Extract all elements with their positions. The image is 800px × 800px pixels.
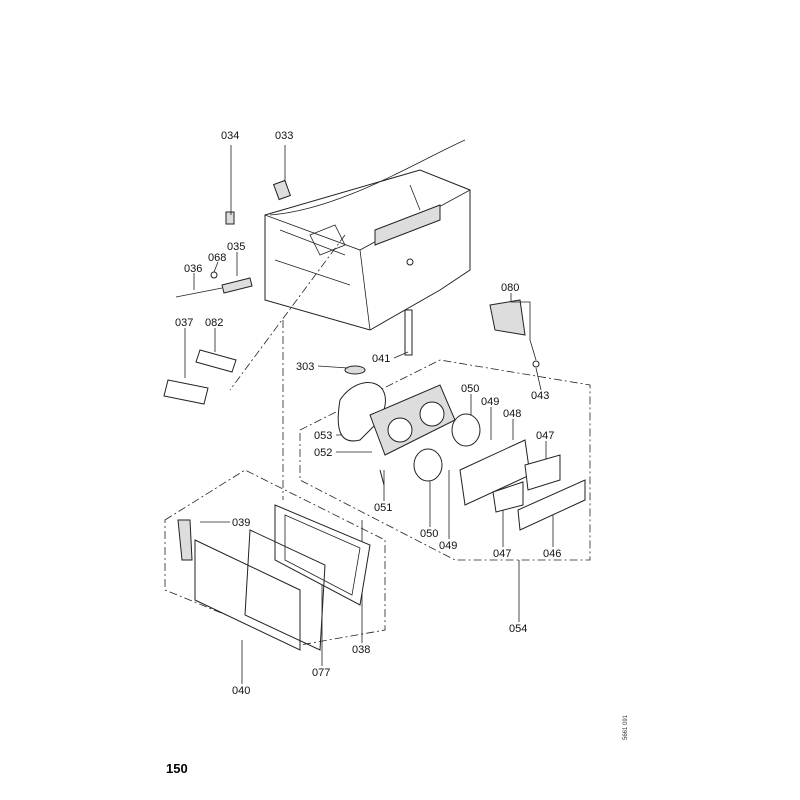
label-033: 033 (275, 130, 293, 142)
label-040: 040 (232, 685, 250, 697)
label-048: 048 (503, 408, 521, 420)
label-068: 068 (208, 252, 226, 264)
label-082: 082 (205, 317, 223, 329)
label-080: 080 (501, 282, 519, 294)
door-assembly (177, 504, 371, 651)
label-049-lower: 049 (439, 540, 457, 552)
label-051: 051 (374, 502, 392, 514)
label-050-lower: 050 (420, 528, 438, 540)
label-303: 303 (296, 361, 314, 373)
label-050-upper: 050 (461, 383, 479, 395)
page-number: 150 (166, 761, 188, 776)
label-054: 054 (509, 623, 527, 635)
part-labels: 034 033 035 068 036 037 082 303 041 080 … (175, 130, 561, 697)
label-034: 034 (221, 130, 239, 142)
label-046: 046 (543, 548, 561, 560)
label-047-lower: 047 (493, 548, 511, 560)
label-047-upper: 047 (536, 430, 554, 442)
control-panel-assembly (337, 382, 586, 531)
label-039: 039 (232, 517, 250, 529)
label-036: 036 (184, 263, 202, 275)
label-049-upper: 049 (481, 396, 499, 408)
label-038: 038 (352, 644, 370, 656)
projection-lines (229, 234, 346, 500)
parts-top-left (163, 179, 540, 405)
drawing-reference: 5661 091 (623, 714, 629, 740)
label-037: 037 (175, 317, 193, 329)
label-053: 053 (314, 430, 332, 442)
label-041: 041 (372, 353, 390, 365)
label-052: 052 (314, 447, 332, 459)
assembly-054-outline (299, 359, 591, 561)
housing-frame (264, 139, 471, 331)
label-077: 077 (312, 667, 330, 679)
label-035: 035 (227, 241, 245, 253)
label-043: 043 (531, 390, 549, 402)
assembly-040-outline (164, 469, 386, 646)
